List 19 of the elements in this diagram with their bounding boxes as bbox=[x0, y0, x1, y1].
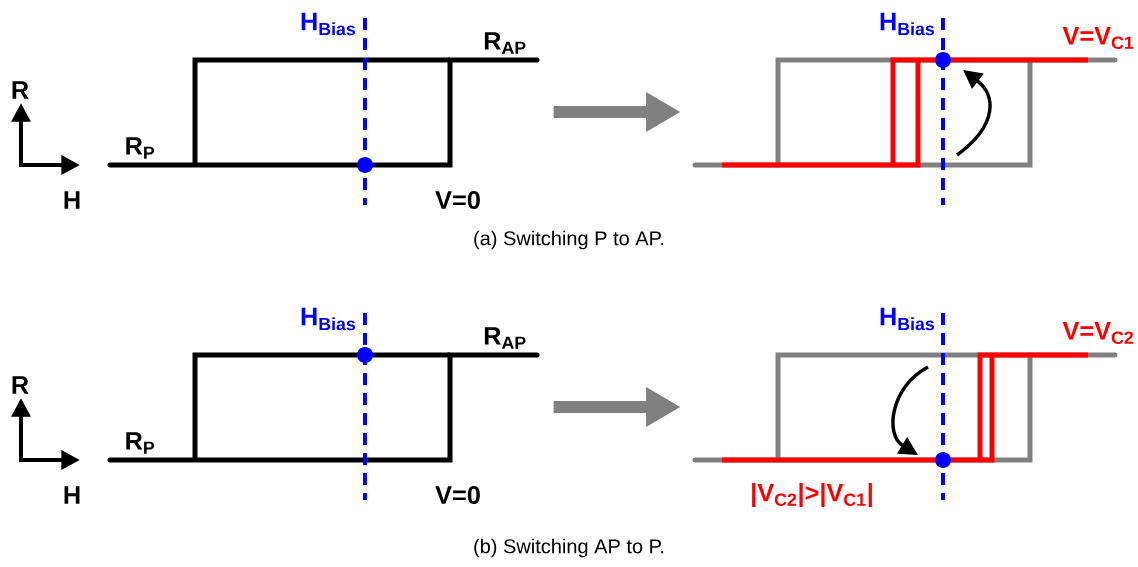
resistance-label: R$_{P}$ bbox=[126, 432, 155, 454]
axis-label: R bbox=[12, 376, 29, 394]
resistance-label: R$_{AP}$ bbox=[484, 327, 526, 349]
voltage-label: |V$_{C2}$|>|V$_{C1}$| bbox=[752, 483, 872, 507]
axis-label: H bbox=[64, 191, 80, 209]
caption: (b) Switching AP to P. bbox=[474, 538, 664, 558]
bias-field-label: H$_{Bias}$ bbox=[880, 307, 934, 331]
resistance-label: R$_{P}$ bbox=[126, 137, 155, 159]
voltage-label: V=V$_{C1}$ bbox=[1062, 27, 1134, 49]
caption: (a) Switching P to AP. bbox=[474, 230, 664, 250]
voltage-label: V=V$_{C2}$ bbox=[1062, 322, 1134, 344]
voltage-label: V=0 bbox=[435, 486, 480, 504]
voltage-label: V=0 bbox=[435, 191, 480, 209]
resistance-label: R$_{AP}$ bbox=[484, 32, 526, 54]
axis-label: R bbox=[12, 81, 29, 99]
bias-field-label: H$_{Bias}$ bbox=[301, 12, 355, 36]
axis-label: H bbox=[64, 486, 80, 504]
bias-field-label: H$_{Bias}$ bbox=[880, 12, 934, 36]
bias-field-label: H$_{Bias}$ bbox=[301, 307, 355, 331]
